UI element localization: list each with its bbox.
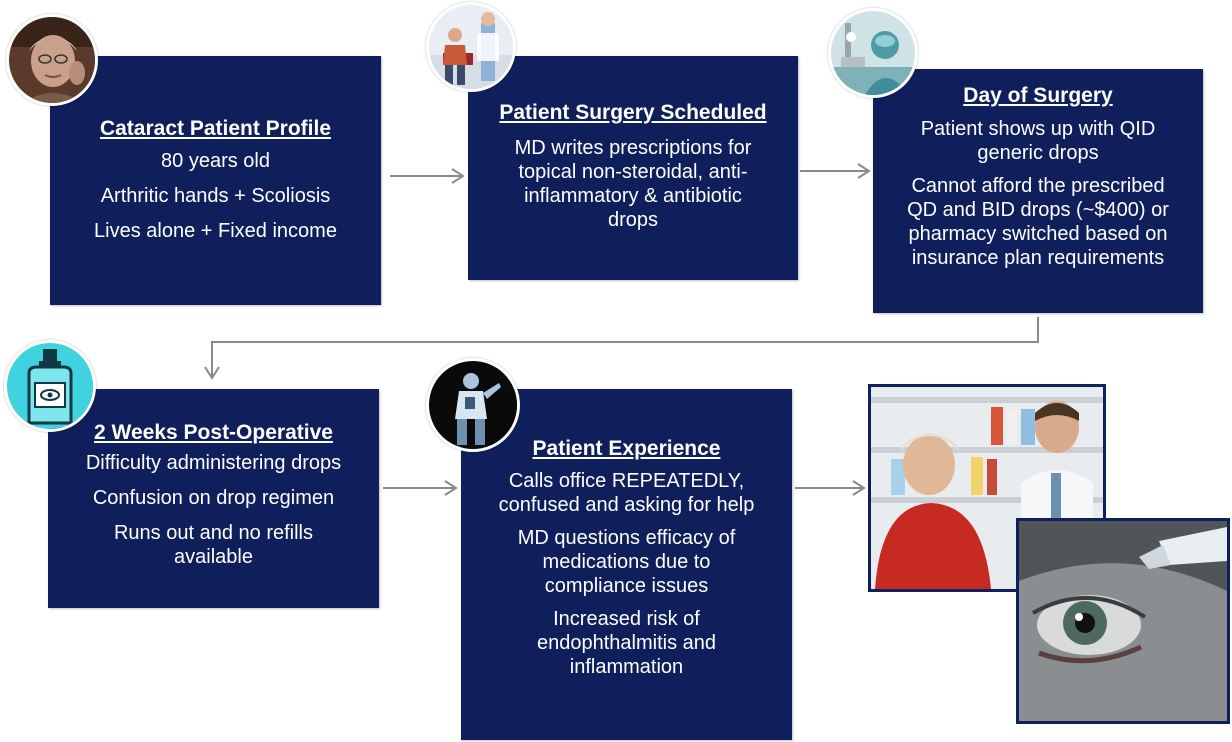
box-line: drops [607,209,659,231]
box-line: inflammation [569,656,684,678]
box-line: inflammatory & antibiotic [524,185,742,207]
arrow-experience-to-photos [795,480,866,496]
box-line: Difficulty administering drops [85,452,342,474]
box-patient-profile: Cataract Patient Profile 80 years old Ar… [50,56,381,305]
box-line: Arthritic hands + Scoliosis [100,185,331,207]
box-line: Cannot afford the prescribed [911,175,1165,197]
eye-drop-bottle-clipart-icon [4,340,96,432]
box-line: Increased risk of [553,608,700,630]
box-line: endophthalmitis and [536,632,716,654]
box-line: MD writes prescriptions for [514,137,752,159]
box-post-operative: 2 Weeks Post-Operative Difficulty admini… [48,389,379,608]
box-line: topical non-steroidal, anti- [518,161,748,183]
box-line: insurance plan requirements [911,247,1165,269]
box-line: Calls office REPEATEDLY, [508,470,745,492]
arrow-postop-to-experience [383,480,458,496]
box-title: Day of Surgery [963,84,1113,107]
box-line: 80 years old [161,150,270,172]
box-title: 2 Weeks Post-Operative [94,421,333,444]
elderly-woman-photo-icon [6,14,98,106]
box-line: MD questions efficacy of [517,527,736,549]
box-title: Patient Experience [532,437,721,460]
arrow-profile-to-scheduled [390,168,465,184]
eye-drop-being-applied-photo [1016,518,1230,724]
box-line: compliance issues [544,575,709,597]
pharmacist-with-elderly-patient-photo [868,384,1106,592]
box-line: pharmacy switched based on [908,223,1168,245]
box-title: Cataract Patient Profile [99,117,332,140]
box-line: Lives alone + Fixed income [94,220,337,242]
box-line: Runs out and no refills [113,522,313,544]
box-line: Confusion on drop regimen [92,487,335,509]
box-line: medications due to [542,551,711,573]
arrow-surgery-to-postop [204,317,1039,380]
box-surgery-scheduled: Patient Surgery Scheduled MD writes pres… [468,56,798,280]
box-line: available [174,546,253,568]
doctor-silhouette-clipart-icon [426,358,520,452]
box-line: generic drops [977,142,1099,164]
arrow-scheduled-to-surgery [800,163,871,179]
box-patient-experience: Patient Experience Calls office REPEATED… [461,389,792,740]
box-line: Patient shows up with QID [920,118,1156,140]
box-line: QD and BID drops (~$400) or [907,199,1169,221]
box-line: confused and asking for help [498,494,755,516]
doctor-consultation-clipart-icon [426,2,516,92]
box-title: Patient Surgery Scheduled [499,101,767,124]
surgeon-with-microscope-photo-icon [828,8,918,98]
box-day-of-surgery: Day of Surgery Patient shows up with QID… [873,69,1203,313]
